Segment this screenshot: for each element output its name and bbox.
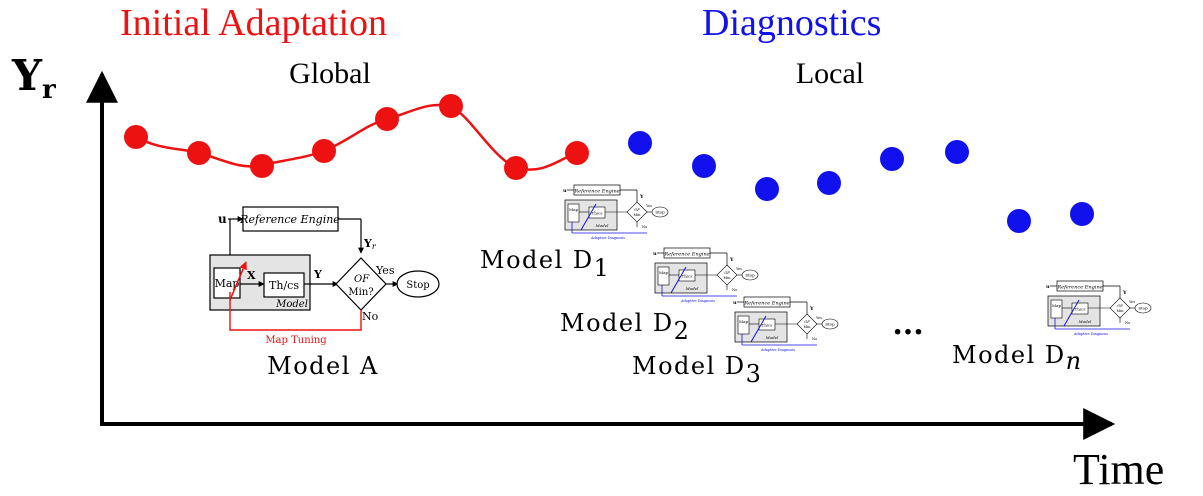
initial-adaptation-heading: Initial Adaptation xyxy=(120,2,387,44)
map-tuning-loop xyxy=(229,292,362,331)
model-d3-caption: Model D3 xyxy=(632,352,762,388)
adaptation-point xyxy=(124,125,148,149)
diagnostic-point xyxy=(692,154,716,178)
adaptation-point xyxy=(250,154,274,178)
diagnostics-points xyxy=(628,131,1094,233)
diagnostic-point xyxy=(1007,209,1031,233)
of-label: OF xyxy=(354,274,370,285)
ellipsis: ... xyxy=(892,307,923,342)
diagnostic-point xyxy=(755,177,779,201)
adaptation-point xyxy=(439,94,463,118)
diagnostic-point xyxy=(628,131,652,155)
diagnostic-point xyxy=(817,171,841,195)
adaptation-point xyxy=(187,141,211,165)
adaptation-point xyxy=(312,139,336,163)
model-d3-diagram xyxy=(732,296,839,353)
map-label: Map xyxy=(215,277,240,290)
no-label: No xyxy=(362,310,379,323)
diagnostics-heading: Diagnostics xyxy=(702,2,881,44)
adaptation-points xyxy=(124,94,589,180)
yr-label: Yr xyxy=(363,237,377,251)
reference-engine-label: Reference Engine xyxy=(239,213,340,226)
min-label: Min? xyxy=(348,287,373,298)
stop-label: Stop xyxy=(406,280,429,291)
model-d2-diagram xyxy=(652,247,759,304)
model-a-caption: Model A xyxy=(267,352,379,380)
stop-node xyxy=(396,270,440,298)
model-d1-caption: Model D1 xyxy=(480,246,610,282)
diagnostic-point xyxy=(1070,202,1094,226)
model-d1-diagram xyxy=(562,184,669,241)
y-signal-label: Y xyxy=(313,268,322,281)
local-label: Local xyxy=(796,57,864,90)
thcs-box xyxy=(263,272,305,298)
adaptation-point xyxy=(504,156,528,180)
model-a-diagram: u Reference Engine Yr Map X Th/cs Model … xyxy=(209,206,440,346)
model-dn-caption: Model Dn xyxy=(952,341,1083,375)
map-box xyxy=(213,267,241,299)
model-dn-diagram xyxy=(1045,280,1152,337)
yes-label: Yes xyxy=(375,264,395,277)
adaptation-point xyxy=(565,141,589,165)
input-u-label: u xyxy=(218,212,227,226)
adaptation-point xyxy=(375,107,399,131)
diagnostic-point xyxy=(945,140,969,164)
map-tuning-label: Map Tuning xyxy=(265,335,327,346)
thcs-label: Th/cs xyxy=(269,279,299,292)
model-label: Model xyxy=(275,299,308,310)
model-d2-caption: Model D2 xyxy=(560,309,690,345)
diagnostic-point xyxy=(880,147,904,171)
x-signal-label: X xyxy=(247,269,256,282)
global-label: Global xyxy=(289,57,371,90)
x-axis-label: Time xyxy=(1073,445,1164,494)
y-axis-label: Yr xyxy=(11,51,56,105)
